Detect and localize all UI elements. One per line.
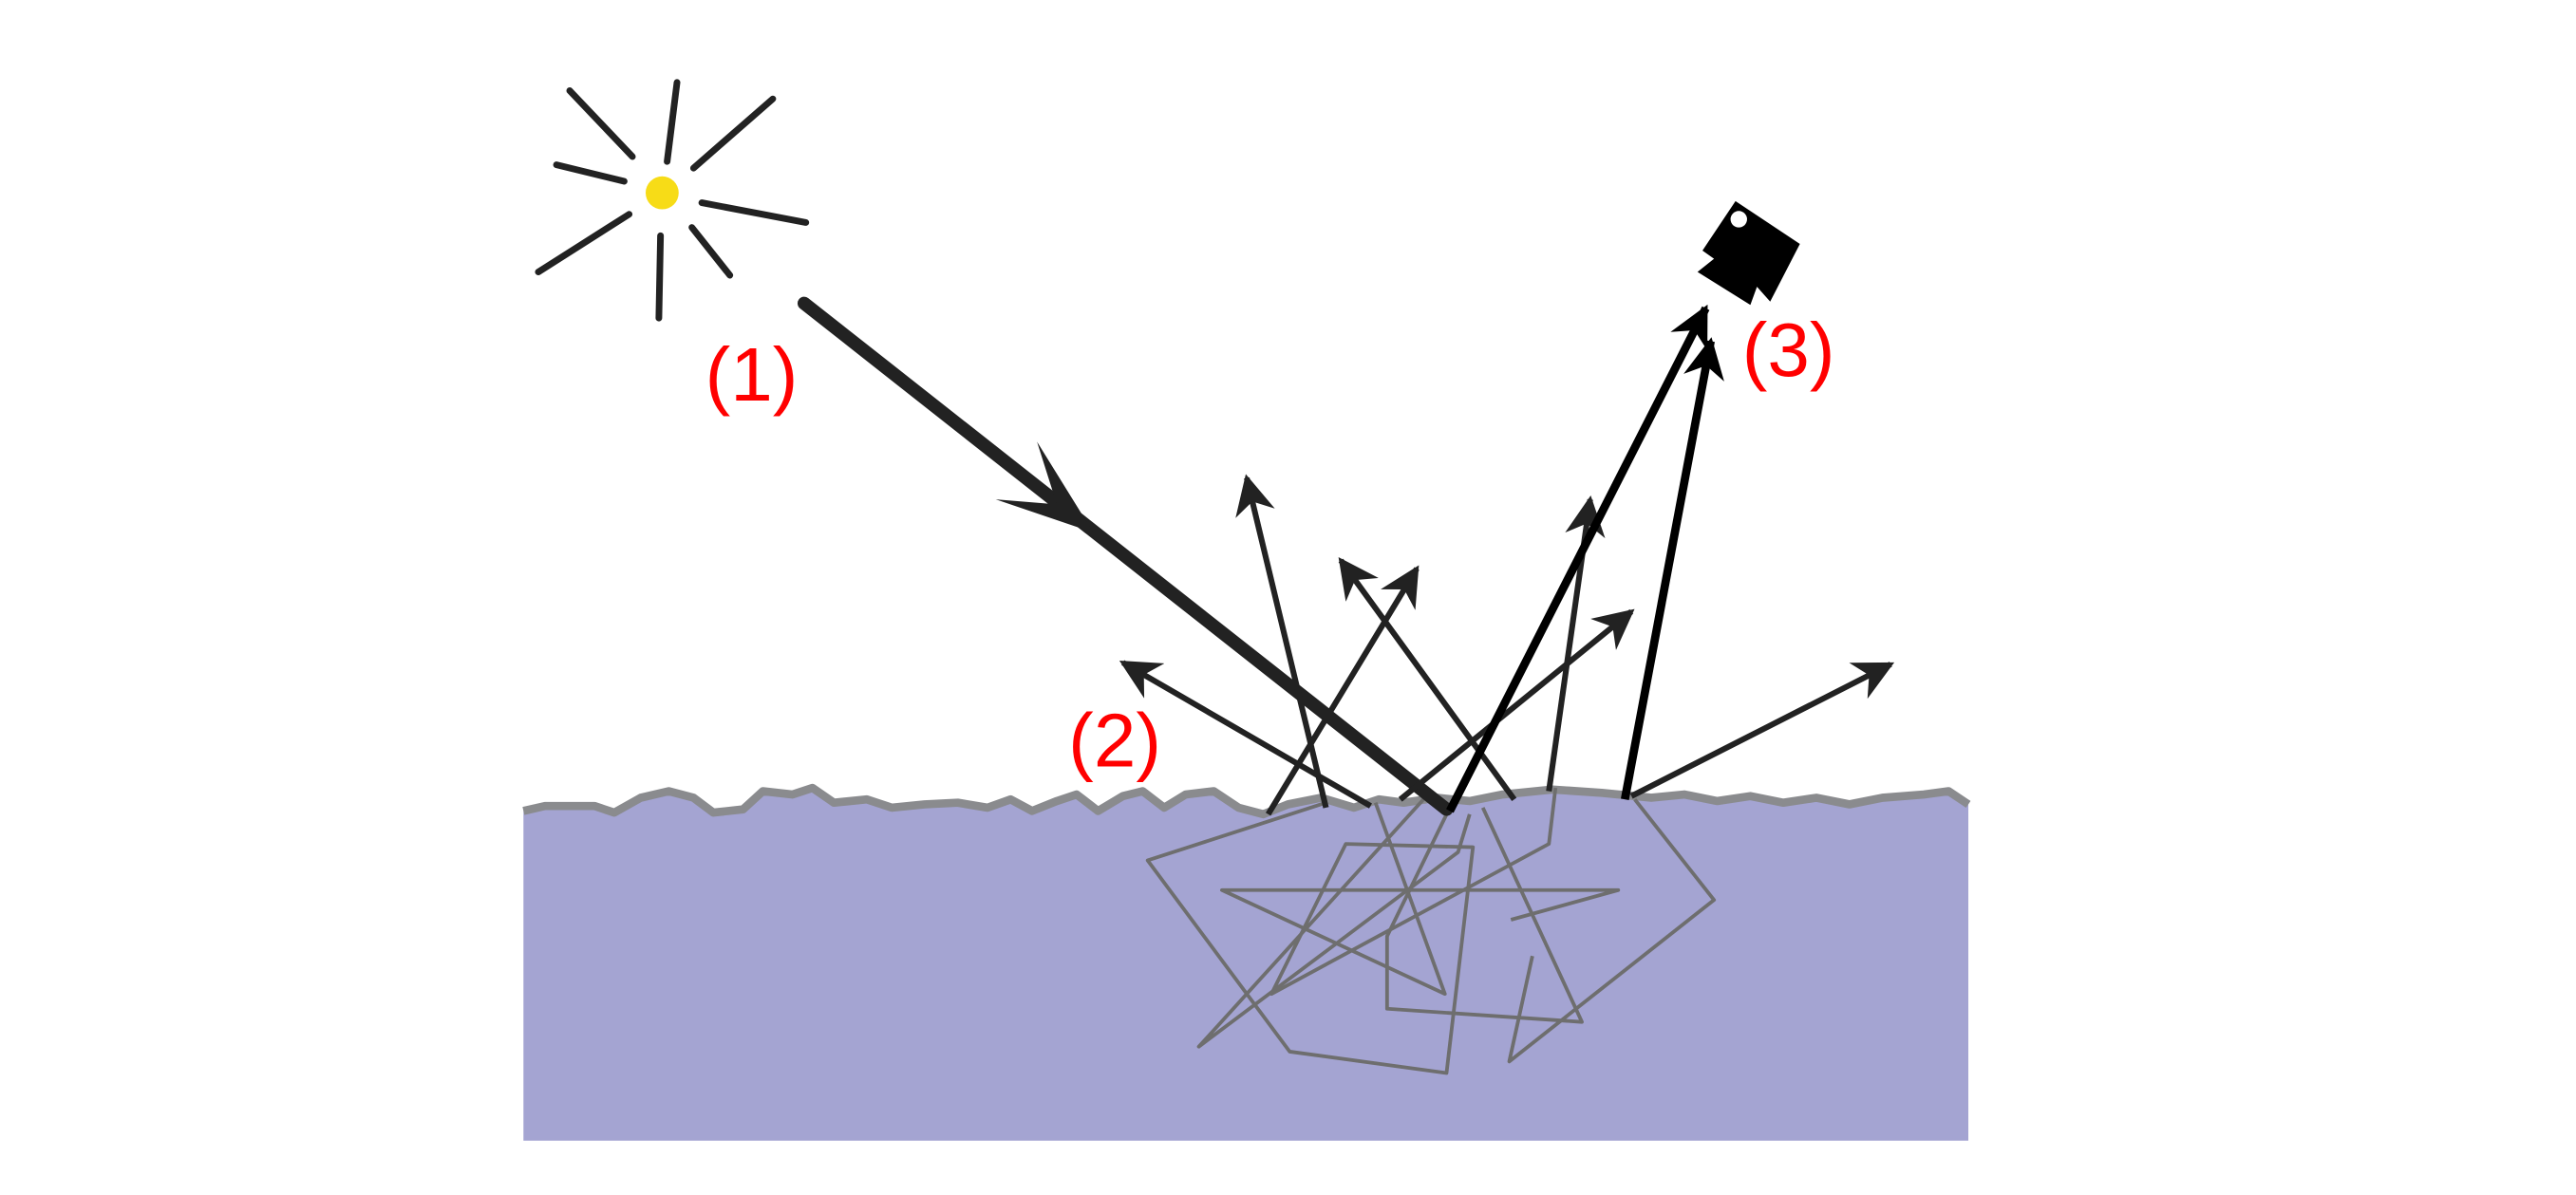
- scattered-ray: [1398, 608, 1635, 802]
- subsurface-paths: [1145, 787, 1717, 1075]
- scattered-ray: [1338, 556, 1517, 802]
- subsurface-path: [1384, 807, 1584, 1024]
- camera-icon: [1697, 200, 1800, 306]
- subsurface-path: [1220, 802, 1621, 997]
- scattered-ray: [1235, 474, 1329, 809]
- label-incident: (1): [705, 332, 799, 417]
- observed-rays: [1446, 304, 1724, 813]
- observed-ray: [1446, 304, 1710, 813]
- label-scattered: (2): [1068, 699, 1161, 783]
- subsurface-path: [1145, 787, 1558, 1075]
- subsurface-path: [1196, 797, 1472, 1049]
- scattered-ray: [1266, 565, 1420, 816]
- incident-ray: [797, 296, 1454, 816]
- observed-ray: [1621, 337, 1724, 801]
- scattered-ray: [1629, 662, 1895, 799]
- label-observed: (3): [1742, 308, 1835, 392]
- subsurface-path: [1507, 798, 1717, 1064]
- sun-icon: [535, 79, 810, 322]
- water-body: [523, 788, 1969, 1141]
- scattered-ray: [1119, 660, 1372, 809]
- water-surface: [522, 783, 1971, 819]
